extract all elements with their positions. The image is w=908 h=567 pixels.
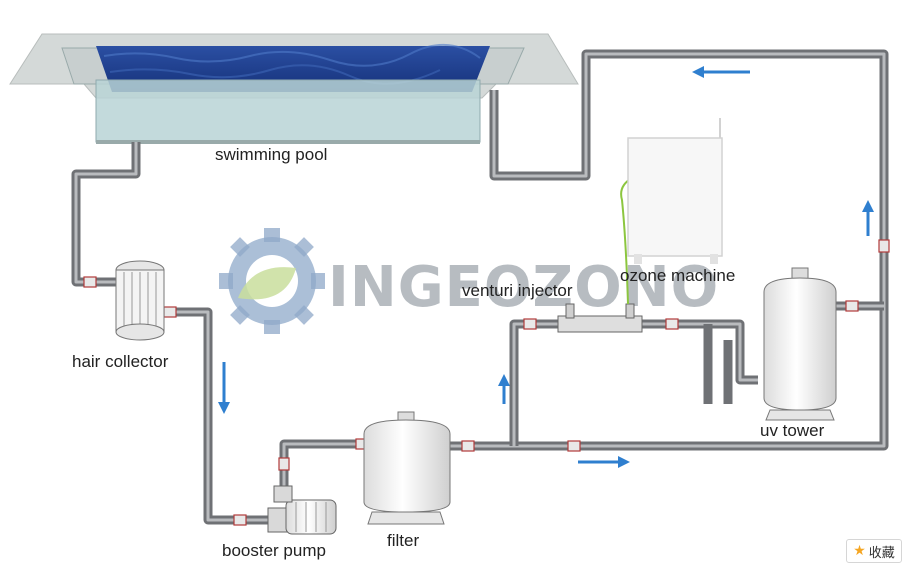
- watermark: INGEOZONO: [219, 228, 719, 334]
- favorite-button[interactable]: ★ 收藏: [846, 539, 902, 563]
- ozone-machine: [627, 118, 723, 264]
- flow-arrow-down-icon: [218, 362, 230, 414]
- booster-pump: [267, 485, 337, 535]
- gear-logo-icon: [219, 228, 325, 334]
- label-uv-tower: uv tower: [760, 421, 825, 440]
- favorite-label: 收藏: [868, 545, 895, 561]
- flow-arrows: [218, 66, 874, 468]
- label-ozone-machine: ozone machine: [620, 266, 735, 285]
- sand-filter: [363, 411, 451, 525]
- flow-arrow-up-icon: [862, 200, 874, 236]
- venturi-injector: [557, 177, 643, 333]
- hair-collector: [115, 260, 165, 341]
- label-booster-pump: booster pump: [222, 541, 326, 560]
- swimming-pool: [9, 33, 579, 144]
- star-icon: ★: [853, 543, 866, 559]
- uv-tower: [763, 267, 837, 421]
- flow-arrow-left-icon: [692, 66, 750, 78]
- label-hair-collector: hair collector: [72, 352, 169, 371]
- component-labels: swimming pool hair collector booster pum…: [72, 145, 825, 560]
- flow-arrow-up-icon: [498, 374, 510, 404]
- watermark-text: INGEOZONO: [328, 255, 719, 320]
- label-venturi-injector: venturi injector: [462, 281, 573, 300]
- label-filter: filter: [387, 531, 419, 550]
- flow-arrow-right-icon: [578, 456, 630, 468]
- label-swimming-pool: swimming pool: [215, 145, 327, 164]
